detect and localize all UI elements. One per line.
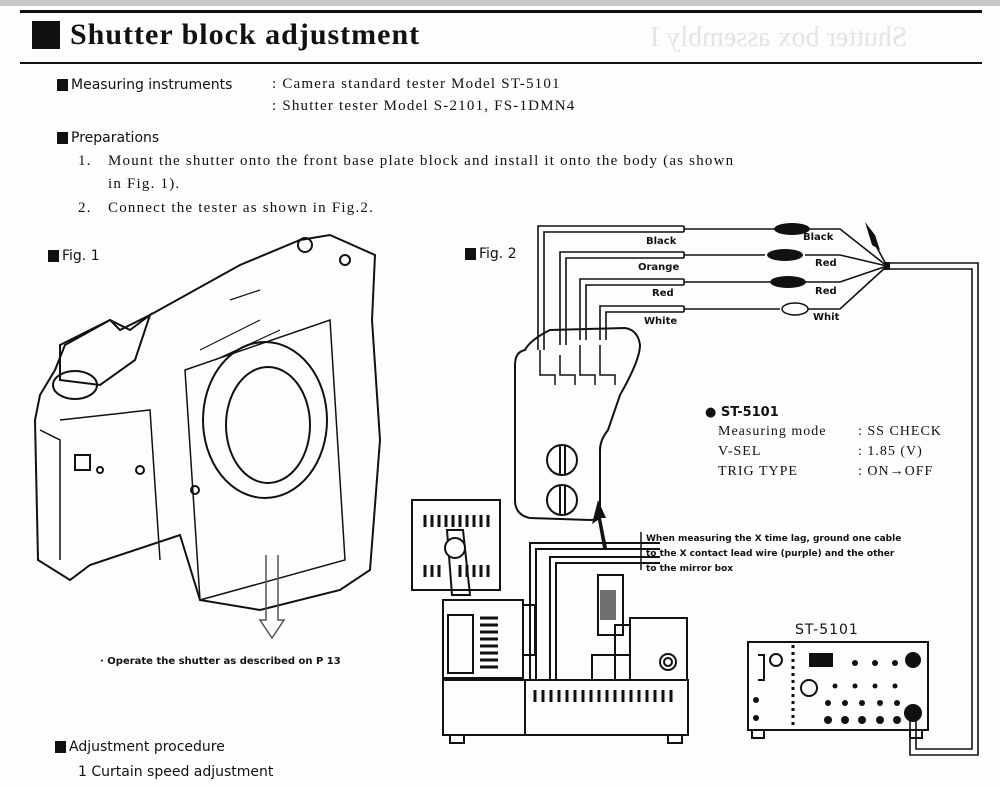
step-number: 1.: [78, 153, 92, 169]
fig-label-text: Fig. 1: [62, 248, 100, 264]
bullet-square-icon: [55, 741, 66, 753]
settings-heading: ● ST-5101: [705, 405, 942, 420]
fig2-label: Fig. 2: [465, 246, 517, 262]
bullet-dot-icon: ●: [705, 405, 721, 420]
settings-key: Measuring mode: [718, 424, 827, 439]
camera-body-illustration: [33, 233, 382, 612]
heading-text: Preparations: [71, 130, 160, 146]
wire-bundle: [537, 225, 979, 756]
page-title-text: Shutter block adjustment: [70, 18, 421, 51]
wire-label-right: Black: [803, 232, 834, 243]
wire-label-left: Orange: [638, 262, 680, 273]
adjustment-heading: Adjustment procedure: [55, 739, 225, 755]
bullet-square-icon: [48, 250, 59, 262]
note-line: to the X contact lead wire (purple) and …: [646, 549, 895, 559]
settings-row: TRIG TYPE : ON→OFF: [705, 464, 942, 484]
tester-label: ST-5101: [795, 622, 859, 638]
fig1-label: Fig. 1: [48, 248, 100, 264]
shutter-tester-illustration: [411, 499, 689, 744]
st5101-tester-illustration: [747, 641, 929, 739]
st5101-settings: ● ST-5101 Measuring mode : SS CHECK V-SE…: [705, 405, 942, 484]
header-rule-top: [20, 10, 982, 13]
step-text: Mount the shutter onto the front base pl…: [108, 153, 735, 169]
top-border: [0, 0, 1000, 6]
settings-heading-text: ST-5101: [720, 405, 779, 420]
wire-label-left: White: [644, 316, 678, 327]
measuring-instruments-heading: Measuring instruments: [57, 77, 232, 93]
settings-row: V-SEL : 1.85 (V): [705, 444, 942, 464]
wire-label-right: Red: [815, 258, 837, 269]
header-rule-bottom: [20, 62, 982, 64]
wire-label-right: Red: [815, 286, 837, 297]
settings-key: V-SEL: [718, 444, 762, 459]
shutter-block-illustration: [514, 326, 642, 522]
wire-label-right: Whit: [813, 312, 840, 323]
alligator-clips: [767, 222, 890, 316]
settings-value: : ON→OFF: [858, 464, 934, 479]
wire-label-left: Black: [646, 236, 677, 247]
st5101-knobs: [753, 660, 901, 724]
wire-label-left: Red: [652, 288, 674, 299]
instrument-item: : Shutter tester Model S-2101, FS-1DMN4: [272, 98, 576, 114]
settings-value: : 1.85 (V): [858, 444, 923, 459]
adjustment-subheading: 1 Curtain speed adjustment: [78, 764, 274, 780]
settings-value: : SS CHECK: [858, 424, 942, 439]
step-text-continued: in Fig. 1).: [108, 176, 181, 192]
instrument-item: : Camera standard tester Model ST-5101: [272, 76, 561, 92]
bullet-square-icon: [57, 79, 68, 91]
bullet-square-icon: [57, 132, 68, 144]
mirror-box-arrow-icon: [592, 500, 616, 620]
fig1-caption: · Operate the shutter as described on P …: [100, 656, 341, 667]
settings-row: Measuring mode : SS CHECK: [705, 424, 942, 444]
note-line: When measuring the X time lag, ground on…: [646, 534, 902, 544]
bullet-square-icon: [465, 248, 476, 260]
preparations-heading: Preparations: [57, 130, 159, 146]
fig-label-text: Fig. 2: [479, 246, 517, 262]
note-line: to the mirror box: [646, 564, 734, 574]
down-arrow-icon: [258, 555, 286, 640]
step-number: 2.: [78, 200, 92, 216]
heading-text: Measuring instruments: [71, 77, 233, 93]
heading-text: Adjustment procedure: [69, 739, 225, 755]
bullet-square-icon: [32, 21, 60, 49]
step-text: Connect the tester as shown in Fig.2.: [108, 200, 375, 216]
settings-key: TRIG TYPE: [718, 464, 798, 479]
page-title: Shutter block adjustment: [32, 18, 420, 52]
